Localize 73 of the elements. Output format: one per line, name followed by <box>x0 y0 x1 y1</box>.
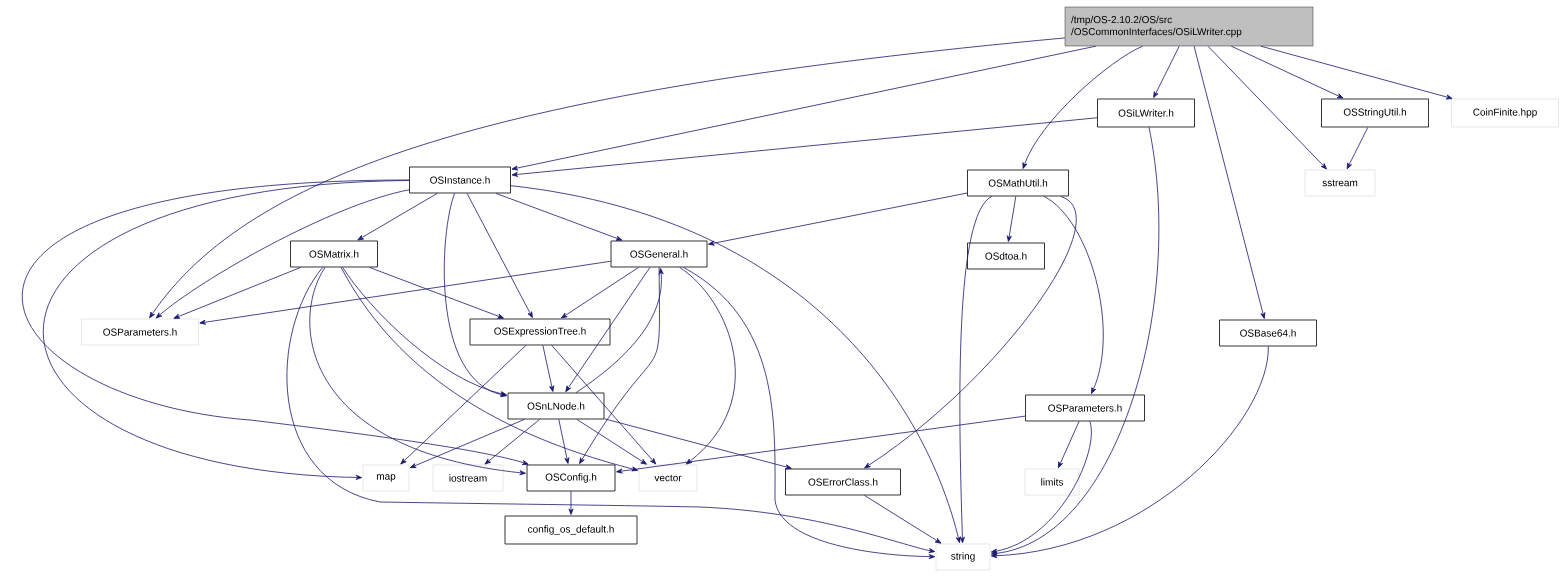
system-header-box: map <box>362 464 410 492</box>
header-file-box: config_os_default.h <box>504 515 638 545</box>
header-file-box: OSErrorClass.h <box>785 468 901 496</box>
arrow <box>708 192 968 246</box>
arrow <box>357 193 438 241</box>
header-file-box: OSParameters.h <box>1025 394 1145 422</box>
arrow <box>1260 45 1453 100</box>
header-file-box: OSConfig.h <box>526 464 616 492</box>
arrow <box>173 267 302 319</box>
arrow <box>1043 196 1104 394</box>
header-file-box: OSStringUtil.h <box>1321 98 1429 128</box>
arrow <box>444 193 507 398</box>
arrow <box>542 345 555 392</box>
arrow <box>1346 127 1369 170</box>
arrow <box>149 37 1066 319</box>
arrow <box>400 345 527 465</box>
arrow <box>309 267 526 476</box>
system-header-box: CoinFinite.hpp <box>1451 98 1559 128</box>
system-header-box: limits <box>1024 468 1080 496</box>
arrow <box>1022 45 1143 169</box>
header-file-box: OSGeneral.h <box>610 240 708 268</box>
arrow <box>369 267 504 319</box>
header-file-box: OSExpressionTree.h <box>469 318 611 346</box>
arrow <box>1153 45 1180 98</box>
arrow <box>864 196 1077 469</box>
header-file-box: OSnLNode.h <box>507 392 605 420</box>
system-header-box: vector <box>638 464 698 492</box>
arrow <box>22 179 529 465</box>
header-file-box: OSBase64.h <box>1219 319 1317 347</box>
arrow <box>579 267 660 464</box>
arrow <box>1230 45 1344 99</box>
arrow <box>575 268 664 393</box>
arrow <box>959 196 993 544</box>
arrow <box>510 185 961 544</box>
arrow <box>561 267 639 319</box>
arrow <box>1207 45 1327 170</box>
arrow <box>683 267 936 560</box>
arrow <box>484 419 541 465</box>
system-header-box: string <box>935 543 991 571</box>
header-file-box: OSiLWriter.h <box>1097 98 1195 128</box>
arrow <box>616 415 1026 474</box>
arrow <box>990 346 1269 559</box>
header-file-box: OSMathUtil.h <box>967 169 1069 197</box>
system-header-box: iostream <box>432 464 504 492</box>
arrow <box>511 117 1098 177</box>
arrow <box>990 127 1160 556</box>
arrow <box>558 419 570 464</box>
arrow <box>286 267 936 554</box>
arrow <box>342 267 507 397</box>
header-file-box: OSdtoa.h <box>967 242 1045 270</box>
system-header-box: OSParameters.h <box>81 318 199 346</box>
arrow <box>1006 196 1017 242</box>
arrow <box>511 45 1097 171</box>
arrow <box>990 421 1092 554</box>
arrow <box>466 193 533 318</box>
arrow <box>155 189 410 319</box>
source-file-box: /tmp/OS-2.10.2/OS/src /OSCommonInterfaces/OSiLWriter.cpp <box>1064 6 1314 47</box>
arrow <box>604 418 792 470</box>
arrow <box>1057 421 1080 469</box>
arrow <box>576 419 647 465</box>
arrow <box>565 267 651 393</box>
arrow <box>409 419 525 469</box>
header-file-box: OSMatrix.h <box>290 240 378 268</box>
arrow <box>1193 45 1266 319</box>
arrow <box>495 193 623 241</box>
system-header-box: sstream <box>1304 169 1376 197</box>
arrow <box>199 260 611 325</box>
arrow <box>340 267 639 472</box>
arrow <box>551 345 657 465</box>
arrow <box>568 491 574 515</box>
arrow <box>864 495 942 544</box>
arrow <box>679 267 736 465</box>
header-file-box: OSInstance.h <box>409 166 511 194</box>
